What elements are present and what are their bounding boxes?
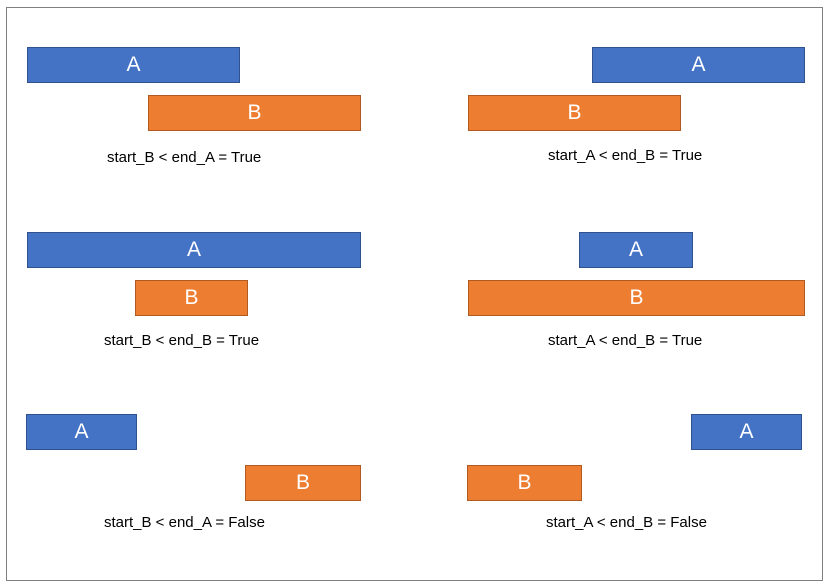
panel-4-condition: start_A < end_B = True [548, 332, 703, 349]
panel-6-bar-a: A [691, 414, 802, 450]
panel-2-bar-b: B [468, 95, 681, 131]
panel-2-bar-a: A [592, 47, 805, 83]
panel-3-bar-b: B [135, 280, 248, 316]
panel-5-condition: start_B < end_A = False [104, 514, 265, 531]
panel-3-condition: start_B < end_B = True [104, 332, 260, 349]
panel-4-bar-b: B [468, 280, 805, 316]
panel-2-condition: start_A < end_B = True [548, 147, 703, 164]
panel-5-bar-a: A [26, 414, 137, 450]
panel-3-bar-a: A [27, 232, 361, 268]
panel-6-bar-b: B [467, 465, 582, 501]
panel-4-bar-a: A [579, 232, 693, 268]
panel-1-bar-a: A [27, 47, 240, 83]
panel-1-condition: start_B < end_A = True [107, 149, 262, 166]
panel-5-bar-b: B [245, 465, 361, 501]
panel-6-condition: start_A < end_B = False [546, 514, 707, 531]
panel-1-bar-b: B [148, 95, 361, 131]
